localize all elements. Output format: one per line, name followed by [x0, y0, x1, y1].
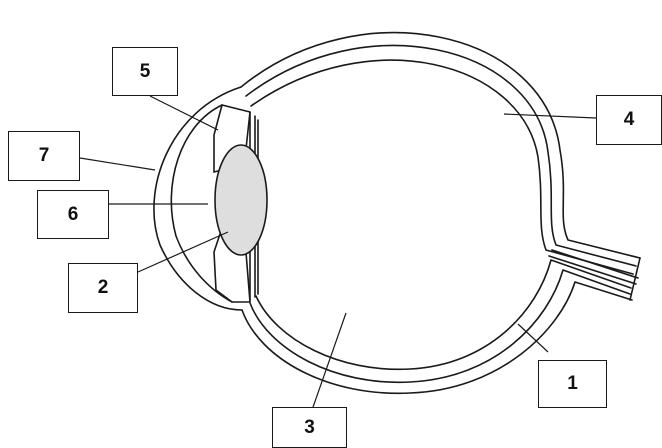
leader-line-1: [518, 324, 548, 352]
label-7: 7: [39, 145, 50, 167]
label-box-7: 7: [8, 131, 80, 181]
label-3: 3: [304, 417, 315, 439]
leader-line-7: [80, 158, 155, 170]
choroid-outline: [246, 45, 636, 266]
label-box-4: 4: [596, 95, 662, 145]
label-5: 5: [140, 61, 151, 83]
label-1: 1: [567, 373, 578, 395]
label-box-3: 3: [272, 407, 347, 448]
label-box-6: 6: [37, 190, 109, 239]
label-box-2: 2: [68, 263, 138, 313]
label-4: 4: [624, 109, 635, 131]
lens: [215, 145, 267, 255]
label-box-1: 1: [538, 360, 607, 408]
retina-outline-lower: [256, 260, 631, 369]
label-2: 2: [98, 277, 109, 299]
label-box-5: 5: [112, 47, 178, 96]
label-6: 6: [68, 204, 79, 226]
